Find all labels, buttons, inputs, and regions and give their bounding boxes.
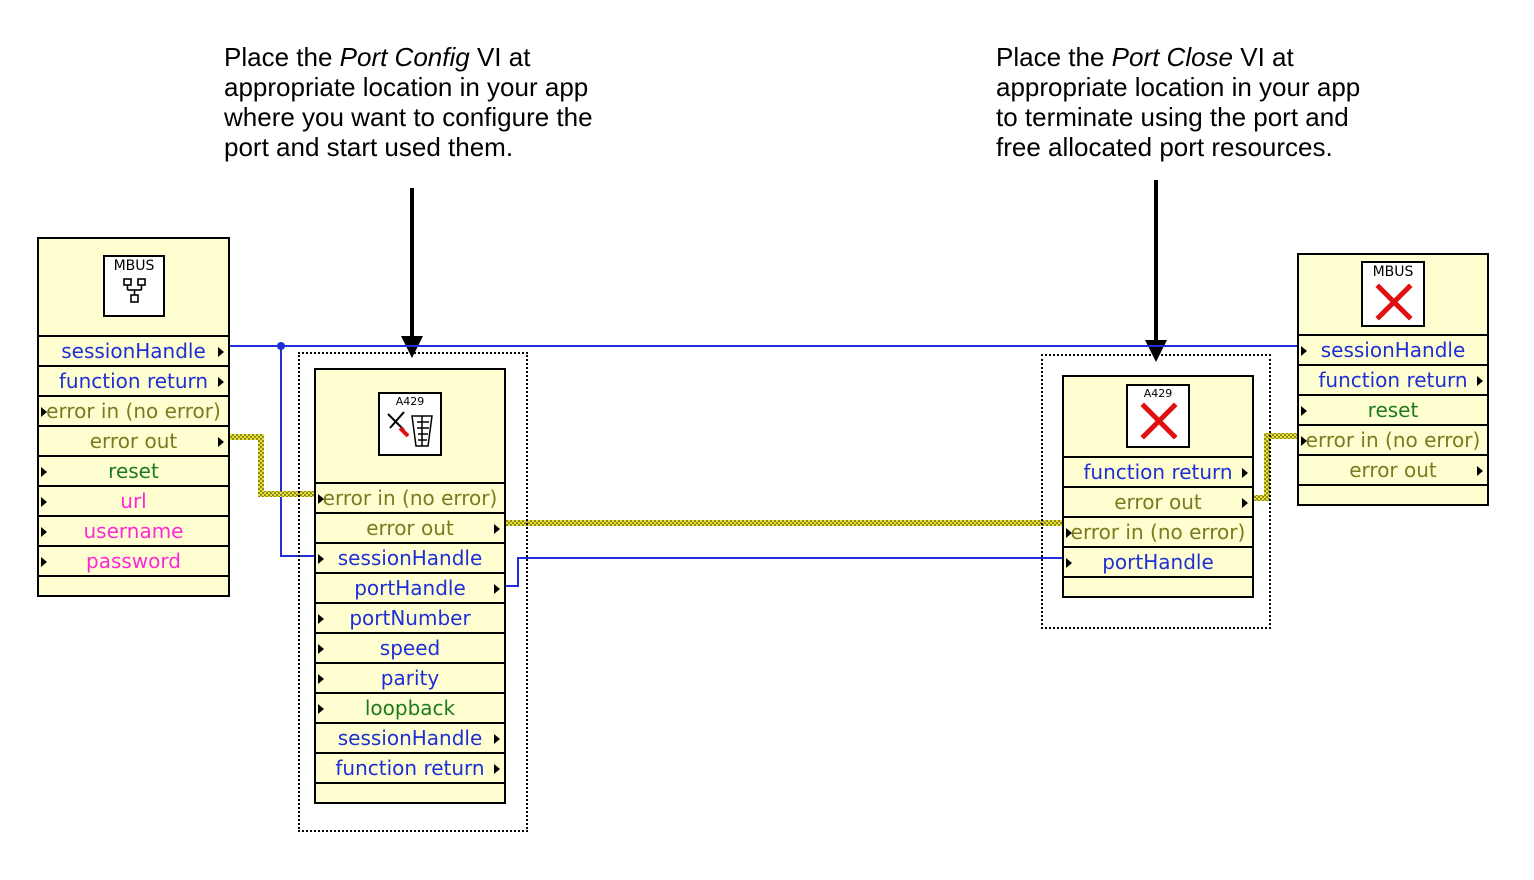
terminal-url[interactable]: url <box>39 487 228 517</box>
terminal-loopback[interactable]: loopback <box>316 694 504 724</box>
terminal-speed[interactable]: speed <box>316 634 504 664</box>
terminal-reset[interactable]: reset <box>39 457 228 487</box>
terminal-function-return[interactable]: function return <box>1064 458 1252 488</box>
terminal-reset[interactable]: reset <box>1299 396 1487 426</box>
session-open-vi[interactable]: MBUS sessionHandle function return error… <box>37 237 230 597</box>
icon-caption: A429 <box>1143 387 1173 400</box>
node-footer <box>316 784 504 802</box>
session-close-vi[interactable]: MBUS sessionHandle function return reset… <box>1297 253 1489 506</box>
terminal-password[interactable]: password <box>39 547 228 577</box>
note-vi-name: Port Config <box>339 42 470 72</box>
port-close-highlight <box>1041 354 1271 629</box>
session-handle-wire <box>228 342 1300 557</box>
note-vi-name: Port Close <box>1111 42 1234 72</box>
terminal-session-handle-out[interactable]: sessionHandle <box>316 724 504 754</box>
terminal-error-in[interactable]: error in (no error) <box>316 484 504 514</box>
port-config-note: Place the Port Config VI at appropriate … <box>224 42 644 162</box>
port-config-highlight <box>298 352 528 832</box>
terminal-username[interactable]: username <box>39 517 228 547</box>
terminal-function-return[interactable]: function return <box>316 754 504 784</box>
session-close-icon: MBUS <box>1361 261 1425 327</box>
note-text: VI at appropriate location in your app t… <box>996 42 1361 162</box>
session-open-icon: MBUS <box>103 255 165 317</box>
node-footer <box>1064 578 1252 596</box>
terminal-error-out[interactable]: error out <box>1064 488 1252 518</box>
port-config-icon <box>387 411 433 447</box>
terminal-parity[interactable]: parity <box>316 664 504 694</box>
close-x-icon <box>1375 283 1413 321</box>
port-handle-wire <box>504 557 1066 587</box>
close-arrow <box>1145 180 1167 362</box>
terminal-error-in[interactable]: error in (no error) <box>1064 518 1252 548</box>
terminal-session-handle[interactable]: sessionHandle <box>1299 336 1487 366</box>
network-icon <box>123 278 146 303</box>
icon-caption: MBUS <box>113 258 155 274</box>
note-text: Place the <box>996 42 1112 72</box>
terminal-error-in[interactable]: error in (no error) <box>39 397 228 427</box>
port-config-vi[interactable]: A429 error in (no error) error out sessi… <box>314 368 506 804</box>
node-footer <box>1299 486 1487 504</box>
icon-caption: MBUS <box>1372 264 1414 280</box>
terminal-port-handle[interactable]: portHandle <box>1064 548 1252 578</box>
terminal-session-handle-in[interactable]: sessionHandle <box>316 544 504 574</box>
close-x-icon <box>1140 402 1178 440</box>
port-config-icon: A429 <box>378 392 442 456</box>
port-close-icon: A429 <box>1126 384 1190 448</box>
terminal-session-handle[interactable]: sessionHandle <box>39 337 228 367</box>
terminal-error-in[interactable]: error in (no error) <box>1299 426 1487 456</box>
terminal-port-number[interactable]: portNumber <box>316 604 504 634</box>
terminal-function-return[interactable]: function return <box>39 367 228 397</box>
config-arrow <box>401 188 423 358</box>
port-close-vi[interactable]: A429 function return error out error in … <box>1062 375 1254 598</box>
terminal-error-out[interactable]: error out <box>39 427 228 457</box>
port-close-note: Place the Port Close VI at appropriate l… <box>996 42 1366 162</box>
terminal-function-return[interactable]: function return <box>1299 366 1487 396</box>
node-footer <box>39 577 228 595</box>
error-wire <box>228 433 1300 526</box>
terminal-error-out[interactable]: error out <box>316 514 504 544</box>
terminal-error-out[interactable]: error out <box>1299 456 1487 486</box>
note-text: Place the <box>224 42 340 72</box>
icon-caption: A429 <box>395 395 425 408</box>
terminal-port-handle[interactable]: portHandle <box>316 574 504 604</box>
note-text: VI at appropriate location in your app w… <box>224 42 593 162</box>
